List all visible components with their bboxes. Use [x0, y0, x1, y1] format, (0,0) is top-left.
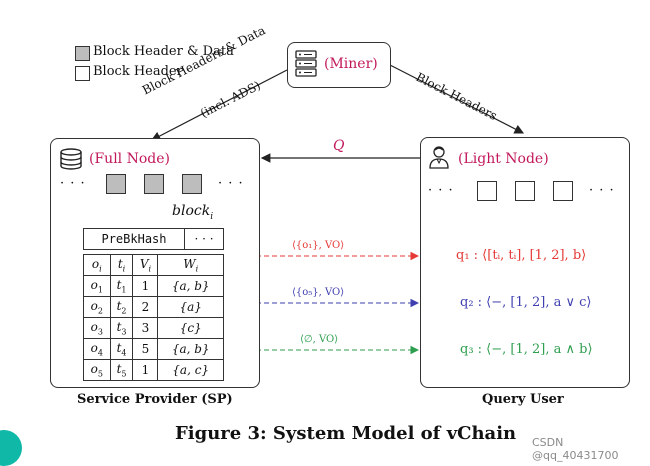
light-chain-ellipsis-right: · · · — [589, 183, 615, 198]
table-row: o2 t2 2 {a} — [83, 296, 224, 318]
chain-ellipsis-left: · · · — [60, 176, 86, 191]
header-block-3 — [553, 181, 573, 201]
table-header-row: oi ti Vi Wi — [83, 254, 224, 276]
server-database-icon — [295, 50, 317, 77]
miner-label: (Miner) — [324, 56, 378, 72]
block-2 — [144, 174, 164, 194]
arrow-miner-to-sp — [150, 69, 288, 141]
user-caption: Query User — [482, 392, 564, 407]
legend-swatch-gray — [75, 46, 90, 61]
light-node-label: (Light Node) — [458, 151, 549, 167]
block-i — [182, 174, 202, 194]
legend-label-header: Block Header — [93, 64, 183, 79]
table-row: o4 t4 5 {a, b} — [83, 338, 224, 360]
col-o: oi — [83, 254, 111, 276]
result-label-2: ⟨{o₅}, VO⟩ — [292, 287, 345, 298]
header-ellipsis-cell: · · · — [184, 228, 224, 250]
sp-caption: Service Provider (SP) — [77, 392, 233, 407]
database-icon — [60, 148, 82, 170]
arrow-miner-to-user — [389, 64, 525, 134]
block-i-label: blocki — [172, 203, 214, 222]
figure-caption: Figure 3: System Model of vChain — [175, 423, 517, 444]
miner-box: (Miner) — [287, 42, 391, 88]
light-chain-ellipsis-left: · · · — [428, 183, 454, 198]
col-t: ti — [109, 254, 134, 276]
block-header-table: PreBkHash · · · — [83, 228, 224, 250]
block-1 — [106, 174, 126, 194]
result-label-3: ⟨∅, VO⟩ — [300, 334, 339, 345]
light-node-box — [420, 137, 630, 388]
query-2: q₂ : ⟨−, [1, 2], a ∨ c⟩ — [460, 295, 592, 310]
col-v: Vi — [132, 254, 159, 276]
watermark: CSDN @qq_40431700 — [532, 436, 619, 462]
chain-ellipsis-right: · · · — [218, 176, 244, 191]
edge-label-query: Q — [333, 138, 345, 154]
legend-label-header-data: Block Header & Data — [93, 44, 234, 59]
legend-swatch-white — [75, 66, 90, 81]
header-block-1 — [477, 181, 497, 201]
query-3: q₃ : ⟨−, [1, 2], a ∧ b⟩ — [460, 342, 593, 357]
prebkhash-cell: PreBkHash — [83, 228, 185, 250]
header-block-2 — [515, 181, 535, 201]
table-row: o5 t5 1 {a, c} — [83, 359, 224, 381]
table-row: o3 t3 3 {c} — [83, 317, 224, 339]
table-row: o1 t1 1 {a, b} — [83, 275, 224, 297]
full-node-label: (Full Node) — [89, 151, 170, 167]
block-data-table: oi ti Vi Wi o1 t1 1 {a, b} o2 t2 2 {a} o… — [83, 254, 224, 381]
query-1: q₁ : ⟨[tᵢ, tᵢ], [1, 2], b⟩ — [456, 248, 587, 263]
col-w: Wi — [157, 254, 224, 276]
user-icon — [429, 146, 449, 169]
result-label-1: ⟨{o₁}, VO⟩ — [292, 240, 345, 251]
